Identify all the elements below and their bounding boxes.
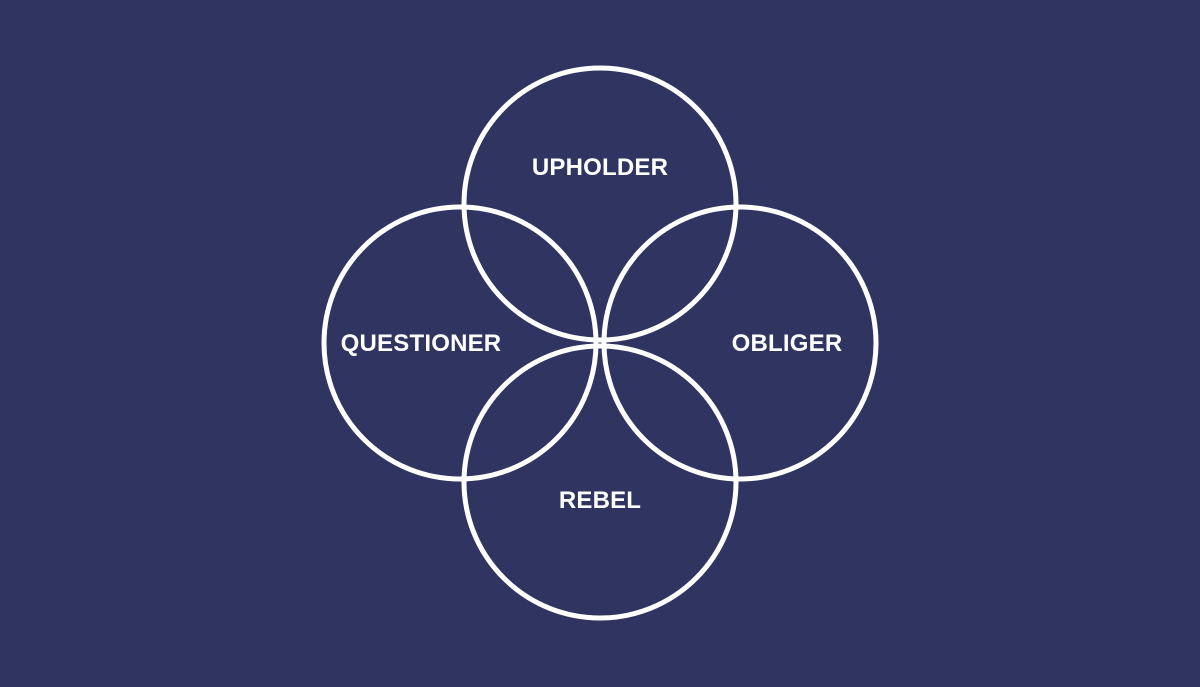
rebel-circle bbox=[461, 343, 739, 621]
questioner-circle bbox=[321, 204, 599, 482]
questioner-label: QUESTIONER bbox=[340, 330, 502, 357]
obliger-label: OBLIGER bbox=[731, 330, 843, 357]
upholder-label: UPHOLDER bbox=[531, 154, 669, 181]
upholder-circle bbox=[461, 65, 739, 343]
rebel-label: REBEL bbox=[558, 487, 642, 514]
obliger-circle bbox=[601, 204, 879, 482]
